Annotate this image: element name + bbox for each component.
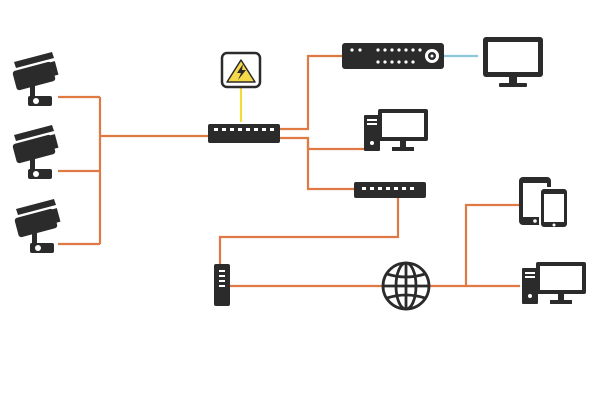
desktop-computer-icon [364, 109, 428, 151]
network-switch-icon [354, 182, 426, 198]
network-switch-icon [208, 124, 280, 143]
cable-switch-to-nvr [280, 54, 342, 131]
cctv-camera-icon [12, 52, 59, 106]
cable-switch-to-pc [280, 136, 364, 151]
cable-switch2-to-modem [218, 198, 400, 266]
nvr-icon [342, 43, 444, 69]
desktop-computer-icon [522, 262, 586, 304]
cable-internet-to-devices [430, 203, 520, 288]
lightning-icon [220, 51, 262, 89]
cctv-camera-icon [14, 199, 61, 253]
cable-switch-to-switch2 [306, 138, 354, 191]
cctv-camera-icon [12, 125, 59, 179]
globe-icon [381, 261, 431, 311]
ethernet-cables [58, 54, 520, 288]
tablet-phone-icon [519, 177, 569, 229]
monitor-icon [483, 37, 543, 87]
modem-icon [214, 264, 230, 306]
